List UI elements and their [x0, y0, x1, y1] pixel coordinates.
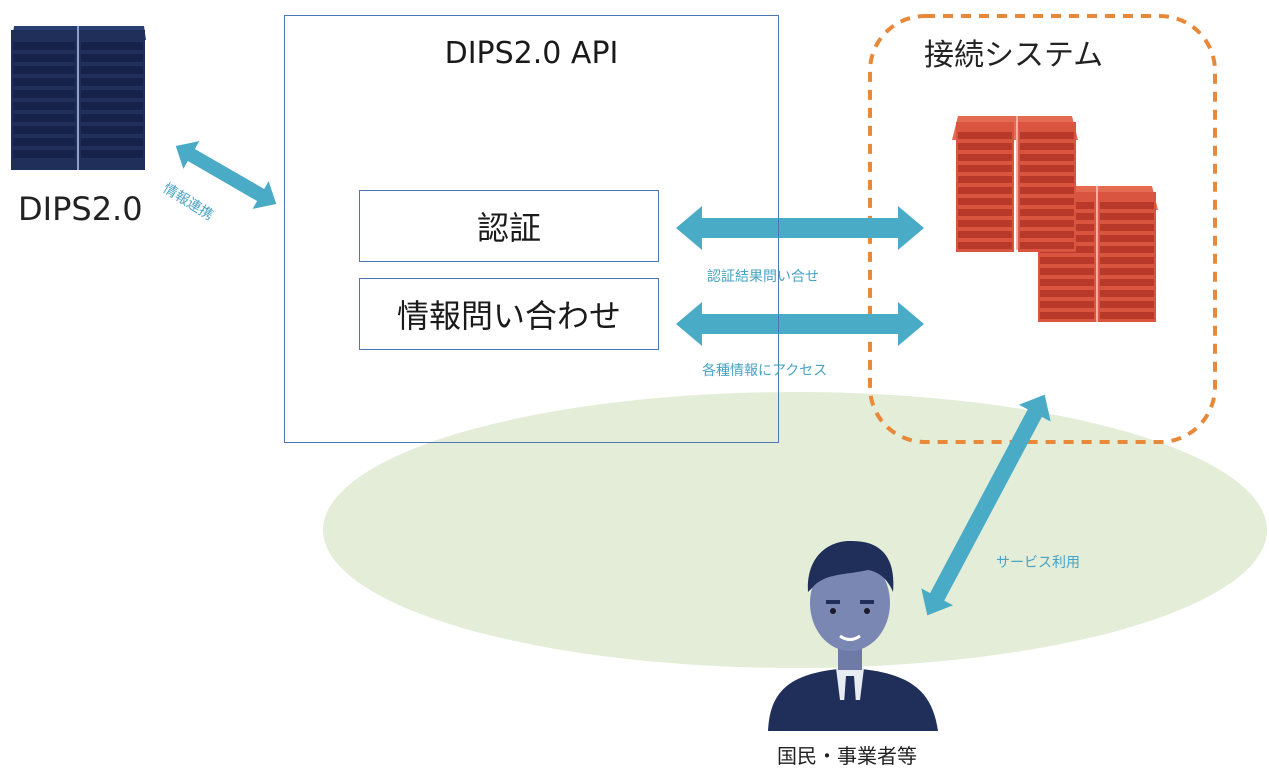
auth-result-label: 認証結果問い合せ [707, 269, 819, 285]
service-arrow [921, 394, 1051, 616]
connected-servers-icon [952, 116, 1158, 322]
citizen-label: 国民・事業者等 [777, 744, 917, 768]
auth-arrow [676, 206, 924, 250]
user-area-ellipse [323, 392, 1267, 668]
dips-server-icon [11, 26, 146, 170]
api-box: DIPS2.0 API 認証 情報問い合わせ [284, 15, 779, 443]
access-info-label: 各種情報にアクセス [702, 363, 828, 379]
dips-label: DIPS2.0 [18, 190, 143, 228]
access-arrow [676, 302, 924, 346]
citizen-person-icon [768, 540, 938, 731]
connected-system-region [868, 14, 1217, 444]
auth-box: 認証 [359, 190, 659, 262]
connected-system-title: 接続システム [924, 38, 1104, 73]
dips-api-arrow [175, 141, 277, 209]
service-use-label: サービス利用 [996, 555, 1080, 571]
inquiry-box: 情報問い合わせ [359, 278, 659, 350]
api-title: DIPS2.0 API [444, 36, 619, 71]
